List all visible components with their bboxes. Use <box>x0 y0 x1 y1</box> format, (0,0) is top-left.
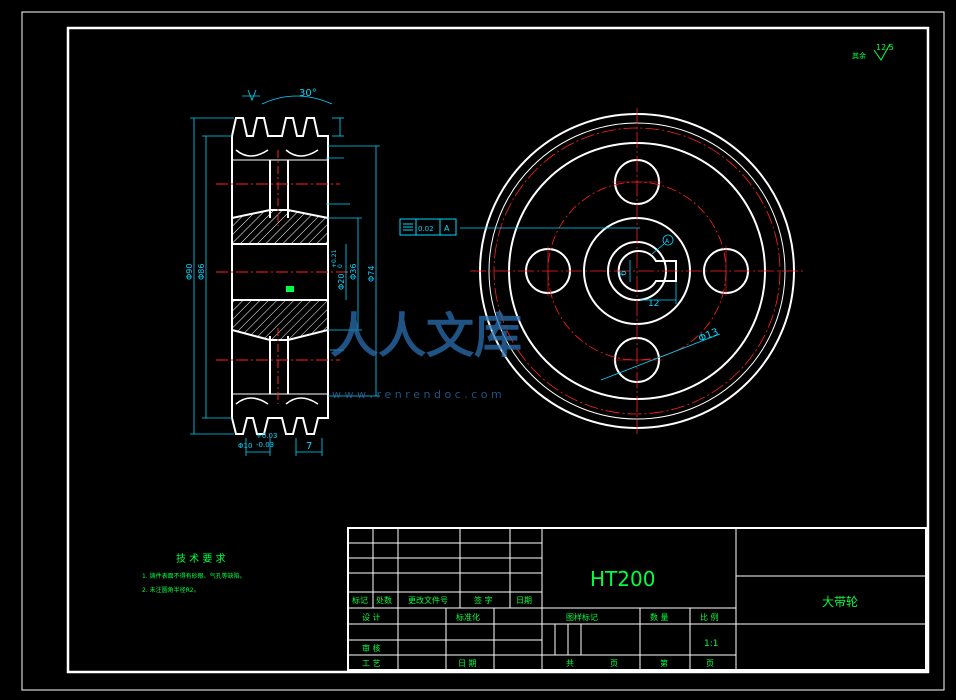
svg-text:其余: 其余 <box>852 51 866 60</box>
svg-text:技 术 要 求: 技 术 要 求 <box>176 552 226 565</box>
svg-text:Φ86: Φ86 <box>197 264 206 280</box>
material-label: HT200 <box>590 567 655 591</box>
section-dim-texts: 30° Φ90 Φ86 Φ74 Φ36 Φ20 +0.21 0 Φ10 +0.0… <box>185 88 376 452</box>
front-view <box>470 108 804 434</box>
section-view <box>216 117 350 435</box>
svg-text:Φ13: Φ13 <box>697 327 720 345</box>
svg-text:Φ90: Φ90 <box>185 264 194 280</box>
roughness-note: 其余 12.5 <box>852 43 894 61</box>
pulley-outline <box>231 117 329 435</box>
svg-text:页: 页 <box>610 659 618 668</box>
svg-text:数 量: 数 量 <box>650 612 669 622</box>
tolerance-frame: 0.02 A <box>399 218 457 236</box>
svg-text:工 艺: 工 艺 <box>362 659 381 668</box>
svg-text:处数: 处数 <box>376 595 392 605</box>
svg-text:标记: 标记 <box>352 595 368 605</box>
tech-requirements: 技 术 要 求 1. 铸件表面不得有砂眼、气孔等缺陷。 2. 未注圆角半径R2。 <box>142 552 246 594</box>
section-dimensions <box>190 89 380 456</box>
svg-text:共: 共 <box>566 659 574 668</box>
svg-text:w w w . r e n r e n d o c . c: w w w . r e n r e n d o c . c o m <box>332 388 502 401</box>
svg-text:1. 铸件表面不得有砂眼、气孔等缺陷。: 1. 铸件表面不得有砂眼、气孔等缺陷。 <box>142 572 246 580</box>
svg-text:Φ10: Φ10 <box>238 442 252 450</box>
svg-text:Φ74: Φ74 <box>367 266 376 282</box>
svg-text:Φ36: Φ36 <box>349 264 358 280</box>
front-dimensions <box>460 227 721 381</box>
svg-text:签 字: 签 字 <box>474 595 493 605</box>
hub-hatch-upper <box>231 209 329 245</box>
svg-text:6: 6 <box>619 270 629 276</box>
svg-text:页: 页 <box>706 659 714 668</box>
svg-text:设 计: 设 计 <box>362 612 381 622</box>
svg-text:图样标记: 图样标记 <box>566 612 598 622</box>
svg-text:+0.03: +0.03 <box>256 432 277 440</box>
svg-text:审 核: 审 核 <box>362 643 381 653</box>
svg-text:30°: 30° <box>299 88 317 99</box>
part-name: 大带轮 <box>822 595 858 609</box>
svg-text:0: 0 <box>337 264 344 268</box>
svg-text:日 期: 日 期 <box>458 659 477 668</box>
svg-text:7: 7 <box>306 441 312 452</box>
svg-text:A: A <box>444 224 450 233</box>
svg-text:比 例: 比 例 <box>700 612 719 622</box>
svg-text:Φ20: Φ20 <box>337 274 346 290</box>
svg-text:2. 未注圆角半径R2。: 2. 未注圆角半径R2。 <box>142 586 200 594</box>
svg-text:12: 12 <box>648 299 659 309</box>
svg-text:标准化: 标准化 <box>456 612 480 622</box>
svg-text:日期: 日期 <box>516 596 532 605</box>
svg-text:12.5: 12.5 <box>876 43 894 52</box>
svg-text:-0.03: -0.03 <box>256 441 274 449</box>
svg-text:+0.21: +0.21 <box>331 249 338 268</box>
scale-value: 1:1 <box>704 639 718 649</box>
title-block <box>347 527 927 671</box>
watermark: 人人文库 w w w . r e n r e n d o c . c o m <box>330 308 522 401</box>
svg-text:A: A <box>665 238 670 245</box>
svg-text:第: 第 <box>660 658 668 668</box>
svg-text:人人文库: 人人文库 <box>330 308 522 364</box>
svg-text:0.02: 0.02 <box>418 225 434 233</box>
outer-border <box>21 11 945 691</box>
title-block-texts: HT200 大带轮 标记 处数 更改文件号 签 字 日期 设 计 标准化 审 核… <box>352 567 858 668</box>
inner-border <box>66 26 930 674</box>
hub-hatch-lower <box>231 299 329 341</box>
svg-text:更改文件号: 更改文件号 <box>408 595 448 605</box>
